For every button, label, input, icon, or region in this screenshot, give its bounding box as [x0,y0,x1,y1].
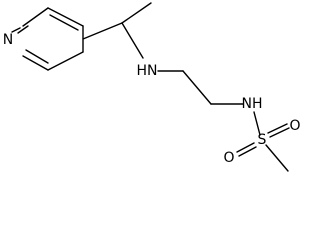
structure-diagram: N HN NH S O O [3,2,301,172]
pyridine-ring [11,7,84,71]
bond-ch2a-ch2b [182,70,212,105]
oxygen-bottom-label: O [223,150,234,166]
bond-ring-c6-n [22,55,49,71]
bond-ring-c2-inner [17,25,29,34]
oxygen-top-label: O [289,118,300,134]
bond-ch-nh [121,22,144,59]
bond-ring-c6-n-inner [25,49,49,64]
bond-ring-c3-c4 [47,7,84,27]
bond-ch-methyl [121,2,152,24]
sulfur-label: S [258,132,267,148]
bond-ring-c2-c3 [22,7,49,27]
bond-s-o-bottom-2 [238,146,257,157]
pyridine-n-label: N [3,32,13,48]
bond-s-o-bottom-1 [236,142,255,153]
bond-s-o-top-1 [267,123,288,134]
bond-nh-s [253,111,261,136]
bond-ring-c5-c6 [47,51,84,71]
bond-ring-n-c2 [11,27,21,33]
bond-ring-c3-c4-inner [49,14,79,31]
bond-s-methyl [265,144,289,172]
amine-nh-label: HN [137,63,158,79]
sulfonamide-nh-label: NH [242,96,263,112]
bond-ring-to-ch [82,22,123,40]
bond-s-o-top-2 [269,127,290,138]
